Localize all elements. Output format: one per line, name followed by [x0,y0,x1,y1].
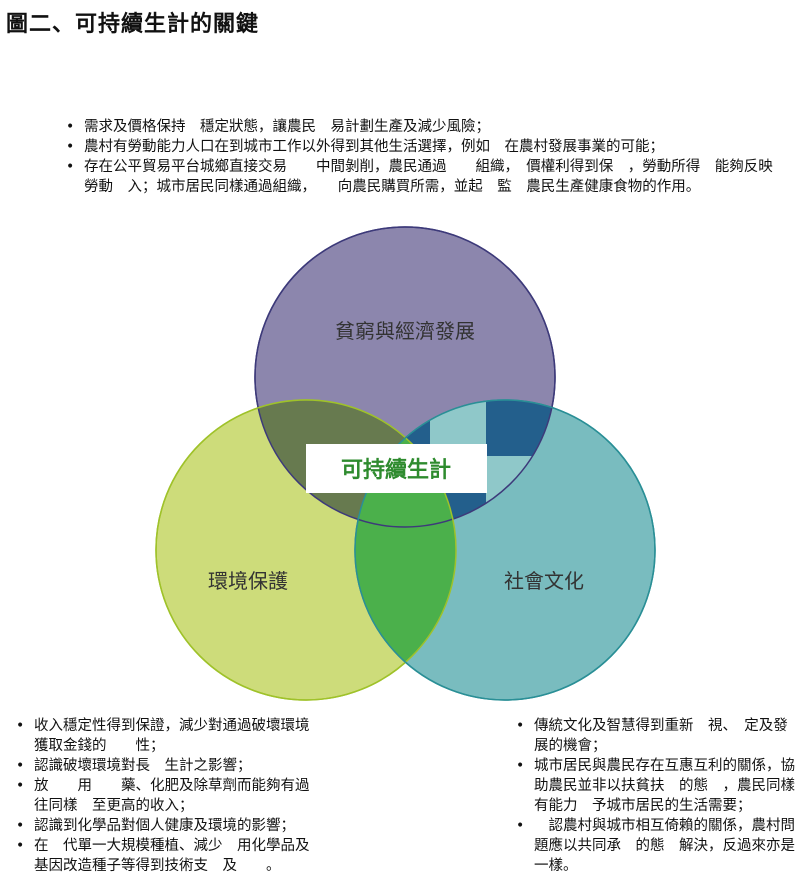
list-item: 城市居民與農民存在互惠互利的關係，協助農民並非以扶貧扶 的態 ，農民同樣有能力 … [510,756,795,816]
list-item: 認識到化學品對個人健康及環境的影響； [10,816,310,836]
list-item: 需求及價格保持 穩定狀態，讓農民 易計劃生產及減少風險； [60,117,780,137]
circle-economy-outline [254,226,556,528]
circle-label-culture: 社會文化 [504,569,584,593]
circle-environment-outline [155,399,457,701]
bottom-right-points-list: 傳統文化及智慧得到重新 視、 定及發展的機會； 城市居民與農民存在互惠互利的關係… [510,716,795,876]
list-item: 認農村與城市相互倚賴的關係，農村問題應以共同承 的態 解決，反過來亦是一樣。 [510,816,795,876]
center-label: 可持續生計 [341,457,451,483]
list-item: 放 用 藥、化肥及除草劑而能夠有過往同樣 至更高的收入； [10,776,310,816]
list-item: 收入穩定性得到保證，減少對通過破壞環境獲取金錢的 性； [10,716,310,756]
circle-label-environment: 環境保護 [208,569,288,593]
bottom-left-points-list: 收入穩定性得到保證，減少對通過破壞環境獲取金錢的 性； 認識破壞環境對長 生計之… [10,716,310,876]
list-item: 在 代單一大規模種植、減少 用化學品及基因改造種子等得到技術支 及 。 [10,836,310,876]
circle-culture-outline [354,399,656,701]
list-item: 存在公平貿易平台城鄉直接交易 中間剝削，農民通過 組織， 價權利得到保 ，勞動所… [60,157,780,197]
list-item: 認識破壞環境對長 生計之影響； [10,756,310,776]
list-item: 傳統文化及智慧得到重新 視、 定及發展的機會； [510,716,795,756]
top-points-list: 需求及價格保持 穩定狀態，讓農民 易計劃生產及減少風險； 農村有勞動能力人口在到… [60,117,780,197]
page-title: 圖二、可持續生計的關鍵 [6,11,260,37]
circle-label-economy: 貧窮與經濟發展 [335,319,475,343]
list-item: 農村有勞動能力人口在到城市工作以外得到其他生活選擇，例如 在農村發展事業的可能； [60,137,780,157]
center-label-box [306,444,487,493]
